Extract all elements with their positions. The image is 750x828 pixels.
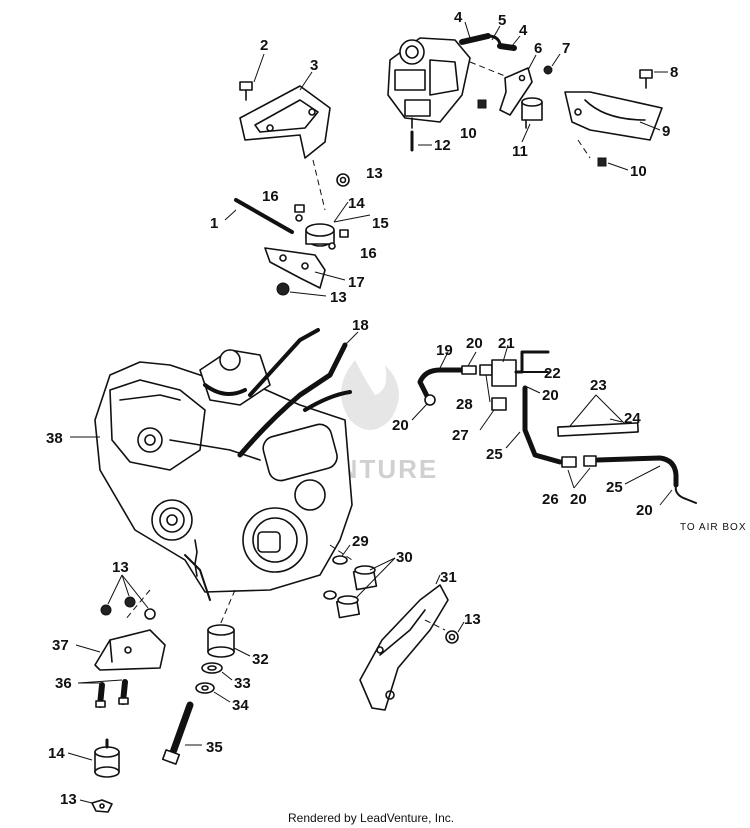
label-11: 11 (512, 143, 528, 160)
label-37: 37 (52, 637, 69, 654)
label-10b: 10 (630, 163, 647, 180)
label-16b: 16 (360, 245, 377, 262)
label-4b: 4 (519, 22, 528, 39)
label-38: 38 (46, 430, 63, 447)
label-33: 33 (234, 675, 251, 692)
engine-mount-line-b (219, 589, 236, 626)
label-13d: 13 (464, 611, 481, 628)
bracket-6-drawing (499, 54, 537, 116)
washer-33-drawing (201, 662, 233, 681)
bracket-31-line (424, 619, 446, 631)
label-32: 32 (252, 651, 269, 668)
bracket-37-drawing (75, 629, 166, 671)
label-1: 1 (210, 215, 218, 232)
label-13b: 13 (330, 289, 347, 306)
mount-14b-drawing (67, 738, 120, 778)
nut-10b-drawing (597, 157, 629, 171)
nut-13a-drawing (336, 173, 350, 187)
bolt-15-drawing (328, 229, 349, 250)
label-25a: 25 (486, 446, 503, 463)
hose-assembly-drawing (417, 350, 697, 504)
label-34: 34 (232, 697, 249, 714)
label-12: 12 (434, 137, 451, 154)
label-7: 7 (562, 40, 570, 57)
breather-hose-18-drawing (237, 328, 359, 458)
label-36: 36 (55, 675, 72, 692)
label-13e: 13 (60, 791, 77, 808)
label-29: 29 (352, 533, 369, 550)
label-16a: 16 (262, 188, 279, 205)
bolt-8-drawing (639, 69, 668, 89)
label-19: 19 (436, 342, 453, 359)
label-10a: 10 (460, 125, 477, 142)
rod-1-drawing (224, 198, 294, 234)
label-6: 6 (534, 40, 542, 57)
label-23: 23 (590, 377, 607, 394)
carburetor-drawing (387, 37, 471, 129)
mounts-30-drawing (335, 557, 396, 619)
mount-11-drawing (521, 97, 543, 143)
label-5: 5 (498, 12, 506, 29)
label-20a: 20 (466, 335, 483, 352)
bolt-16a-drawing (294, 204, 305, 222)
nut-7-drawing (543, 53, 561, 75)
label-35: 35 (206, 739, 223, 756)
spacer-32-drawing (207, 624, 251, 658)
label-31: 31 (440, 569, 457, 586)
callout-labels: 1 2 3 4 4 5 6 7 8 9 10 10 11 12 13 13 13… (46, 9, 678, 808)
nut-10a-drawing (477, 99, 487, 109)
carb-link-line (469, 61, 511, 79)
bolt-2-drawing (239, 53, 265, 101)
label-27: 27 (452, 427, 469, 444)
label-15: 15 (372, 215, 389, 232)
label-21: 21 (498, 335, 515, 352)
bracket-3-drawing (239, 71, 331, 159)
label-18: 18 (352, 317, 369, 334)
mount-14a-drawing (305, 201, 371, 247)
label-8: 8 (670, 64, 678, 81)
label-25b: 25 (606, 479, 623, 496)
bracket-31-drawing (359, 574, 449, 711)
label-20d: 20 (570, 491, 587, 508)
nut-13b-drawing (276, 282, 327, 297)
bracket-9-line (577, 139, 591, 159)
label-26: 26 (542, 491, 559, 508)
washers-29-drawing (323, 544, 351, 600)
label-30: 30 (396, 549, 413, 566)
label-13a: 13 (366, 165, 383, 182)
bolt-12-drawing (410, 130, 432, 152)
label-3: 3 (310, 57, 318, 74)
label-17: 17 (348, 274, 365, 291)
label-20c: 20 (392, 417, 409, 434)
nut-13e-drawing (79, 799, 113, 813)
bolt-35-drawing (161, 701, 202, 765)
label-4a: 4 (454, 9, 463, 26)
bracket-17-drawing (264, 247, 346, 289)
nuts-13c-drawing (100, 574, 156, 620)
engine-mount-line-a (124, 589, 151, 621)
label-22: 22 (544, 365, 561, 382)
engine-drawing (94, 349, 353, 601)
label-13c: 13 (112, 559, 129, 576)
bolts-36-drawing (77, 679, 129, 708)
footer-credit: Rendered by LeadVenture, Inc. (288, 811, 454, 825)
washer-34-drawing (195, 682, 231, 703)
label-9: 9 (662, 123, 670, 140)
hose-leads (411, 344, 673, 506)
engine-mount-line-c (329, 544, 353, 561)
label-20b: 20 (542, 387, 559, 404)
label-28: 28 (456, 396, 473, 413)
label-14b: 14 (48, 745, 65, 762)
to-air-box-note: TO AIR BOX (680, 522, 747, 533)
label-24: 24 (624, 410, 641, 427)
nut-13d-drawing (445, 621, 465, 644)
label-2: 2 (260, 37, 268, 54)
label-20e: 20 (636, 502, 653, 519)
hose-5-drawing (459, 21, 521, 51)
label-14a: 14 (348, 195, 365, 212)
center-line-top (312, 159, 326, 211)
bracket-9-drawing (564, 91, 663, 141)
